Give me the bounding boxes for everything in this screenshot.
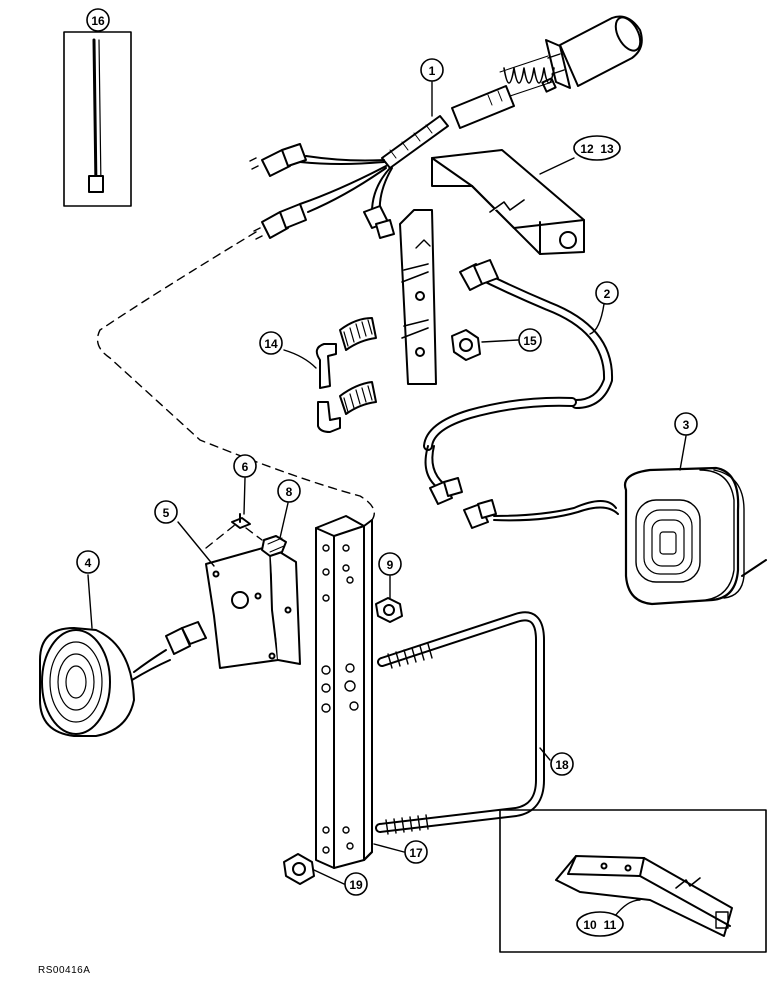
- inset-bracket-variant: [499, 809, 767, 953]
- callout-10: 10: [583, 918, 597, 932]
- callout-9: 9: [387, 558, 394, 572]
- callout-circle-1: [420, 58, 444, 82]
- leader-lines: [87, 81, 687, 921]
- callout-circle-12-13: [573, 135, 621, 161]
- nut-9: [375, 597, 403, 623]
- trailer-plug: [451, 15, 643, 129]
- callout-circle-10-11: [576, 911, 624, 937]
- nut-19: [283, 853, 315, 885]
- callout-3: 3: [683, 418, 690, 432]
- callout-8: 8: [286, 485, 293, 499]
- callout-6: 6: [242, 460, 249, 474]
- lamp-bracket: [205, 513, 301, 669]
- callout-14: 14: [264, 337, 278, 351]
- callout-circle-2: [595, 281, 619, 305]
- callout-13: 13: [600, 142, 614, 156]
- callout-circle-16: [86, 8, 110, 32]
- callout-17: 17: [409, 846, 423, 860]
- callout-1: 1: [429, 64, 436, 78]
- callout-circle-5: [154, 500, 178, 524]
- callout-4: 4: [85, 556, 92, 570]
- u-bolt: [375, 611, 545, 835]
- callout-5: 5: [163, 506, 170, 520]
- callout-18: 18: [555, 758, 569, 772]
- callout-12: 12: [580, 142, 594, 156]
- callout-circle-15: [518, 328, 542, 352]
- mounting-bracket: [399, 149, 585, 385]
- lamp-harness: [423, 259, 619, 529]
- round-lamp: [39, 621, 207, 737]
- wiring-harness: [249, 115, 449, 240]
- inset-cable-tie: [63, 31, 132, 207]
- callout-19: 19: [349, 878, 363, 892]
- callout-circle-18: [550, 752, 574, 776]
- callout-circle-3: [674, 412, 698, 436]
- callout-circle-19: [344, 872, 368, 896]
- square-lamp: [623, 466, 767, 606]
- callout-circle-14: [259, 331, 283, 355]
- callout-16: 16: [91, 14, 105, 28]
- callout-15: 15: [523, 334, 537, 348]
- callout-11: 11: [604, 918, 617, 932]
- callout-circle-6: [233, 454, 257, 478]
- callout-circle-9: [378, 552, 402, 576]
- callout-circle-8: [277, 479, 301, 503]
- figure-reference-code: RS00416A: [38, 965, 91, 976]
- bolts-and-nut: [315, 317, 481, 433]
- callout-circle-4: [76, 550, 100, 574]
- callout-circle-17: [404, 840, 428, 864]
- angle-upright: [315, 515, 373, 869]
- callout-2: 2: [604, 287, 611, 301]
- dashed-routing-line: [96, 231, 375, 549]
